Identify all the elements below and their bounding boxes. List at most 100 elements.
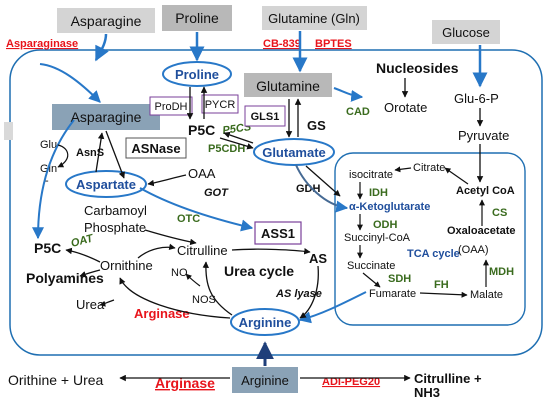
glutamine-ext-box <box>262 6 367 30</box>
sdh-label: SDH <box>388 273 411 285</box>
glutamine-node-box <box>244 73 332 97</box>
p5cdh-label: P5CDH <box>208 143 245 155</box>
glutamine-ext-label: Glutamine (Gln) <box>268 11 360 26</box>
otc-label: OTC <box>177 213 200 225</box>
cs-label: CS <box>492 207 507 219</box>
arginine-node-label: Arginine <box>239 315 292 330</box>
arrow-ornithine-to-p5c <box>65 247 101 263</box>
asns-label: AsnS <box>76 147 104 159</box>
asnase-box <box>125 137 187 159</box>
arrow-glutamate-to-p5c <box>223 131 254 144</box>
arrow-glutamine-to-cad <box>333 87 364 102</box>
got-label: GOT <box>204 187 229 199</box>
nucleosides-label: Nucleosides <box>376 60 459 76</box>
oat-label: OAT <box>70 232 96 250</box>
pycr-box <box>201 94 239 114</box>
arrow-long-left-down <box>32 119 75 240</box>
asparagine-node-label: Asparagine <box>71 109 142 125</box>
proline-node-label: Proline <box>175 67 219 82</box>
arrow-citrate-to-isocitrate <box>394 166 412 173</box>
aspartate-node <box>65 170 147 198</box>
proline-ext-box <box>162 5 232 31</box>
oxaloacetate-label: Oxaloacetate <box>447 225 515 237</box>
asparaginase-drug-top: Asparaginase <box>6 38 78 50</box>
pycr-label: PYCR <box>205 99 236 111</box>
arrow-carbamoyl-to-citrulline <box>144 229 197 246</box>
glutamate-node <box>253 138 335 166</box>
as-lyase-label: AS lyase <box>275 288 322 300</box>
citrulline-label: Citrulline <box>177 243 228 258</box>
membrane-notch <box>4 122 13 140</box>
bptes-drug: BPTES <box>315 38 352 50</box>
arrow-glu-gln <box>57 144 69 168</box>
arrow-fumarate-to-arginine <box>298 291 367 324</box>
carbamoyl-line2: Phosphate <box>84 220 146 235</box>
mdh-label: MDH <box>489 266 514 278</box>
gln-dash-label: - <box>45 175 49 187</box>
arrow-asparagine-ext-to-node <box>39 63 101 103</box>
aspartate-node-label: Aspartate <box>76 177 136 192</box>
arrow-p5c-to-glutamate <box>219 137 254 150</box>
arrow-citrulline-to-as <box>231 248 311 255</box>
ass1-box <box>254 221 302 245</box>
arginase-label: Arginase <box>134 306 190 321</box>
proline-ext-label: Proline <box>175 10 219 26</box>
arrow-as-to-arginine <box>299 265 319 319</box>
arginase-drug-bottom: Arginase <box>155 375 215 391</box>
gs-label: GS <box>307 118 326 133</box>
arrow-glutamate-to-akg <box>295 164 349 213</box>
arginine-ext-box <box>232 367 298 393</box>
tca-cycle-label: TCA cycle <box>407 248 460 260</box>
arrow-to-urea <box>99 299 115 307</box>
nos-label: NOS <box>192 294 216 306</box>
arrow-asnase <box>105 130 125 179</box>
p5c-left-label: P5C <box>34 240 61 256</box>
arrow-glutamate-down-gdh <box>305 165 341 197</box>
idh-label: IDH <box>369 187 388 199</box>
urea-cycle-label: Urea cycle <box>224 263 294 279</box>
citrate-label: Citrate <box>413 162 445 174</box>
arrow-ornithine-to-citrulline <box>137 243 176 259</box>
isocitrate-label: isocitrate <box>349 169 393 181</box>
mitochondrion <box>334 152 526 326</box>
acetyl-coa-label: Acetyl CoA <box>456 185 515 197</box>
prodh-label: ProDH <box>154 101 187 113</box>
cad-label: CAD <box>346 106 370 118</box>
carbamoyl-line1: Carbamoyl <box>84 203 147 218</box>
citrulline-nh3-line1: Citrulline + <box>414 371 482 386</box>
arrow-asparagine-import <box>94 33 109 62</box>
orithine-urea-label: Orithine + Urea <box>8 372 104 388</box>
arrow-fumarate-to-malate <box>419 291 468 298</box>
gls1-label: GLS1 <box>251 111 280 123</box>
asparagine-ext-box <box>57 8 155 33</box>
arrow-succinate-to-fumarate <box>362 272 381 288</box>
arrow-arginine-to-ornithine <box>119 277 231 319</box>
as-label: AS <box>309 251 327 266</box>
glucose-ext-box <box>432 20 500 44</box>
ass1-label: ASS1 <box>261 226 295 241</box>
urea-label: Urea <box>76 297 105 312</box>
arrow-asns <box>95 132 105 173</box>
glucose-ext-label: Glucose <box>442 25 490 40</box>
odh-label: ODH <box>373 219 398 231</box>
proline-node <box>162 61 232 87</box>
succinyl-coa-label: Succinyl-CoA <box>344 232 411 244</box>
glu-label: Glu <box>40 139 57 151</box>
arrow-aspartate-to-ass1 <box>139 187 254 232</box>
cb839-drug: CB-839 <box>263 38 301 50</box>
prodh-box <box>149 96 193 116</box>
gls1-box <box>244 105 286 127</box>
arrow-ornithine-to-polyamines <box>79 269 101 278</box>
orotate-label: Orotate <box>384 100 427 115</box>
asnase-label: ASNase <box>131 141 180 156</box>
oaa-label: OAA <box>188 166 216 181</box>
glutamine-node-label: Glutamine <box>256 78 320 94</box>
arrow-arginine-to-no <box>202 261 233 316</box>
citrulline-nh3-line2: NH3 <box>414 385 440 400</box>
succinate-label: Succinate <box>347 260 395 272</box>
akg-label: α-Ketoglutarate <box>349 201 430 213</box>
malate-label: Malate <box>470 289 503 301</box>
arginine-ext-label: Arginine <box>241 373 289 388</box>
arrow-oaa-to-aspartate <box>147 174 187 187</box>
